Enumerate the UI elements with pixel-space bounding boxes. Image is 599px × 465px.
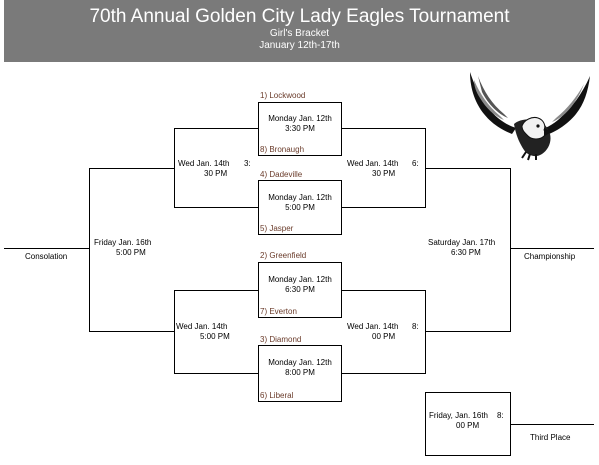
cons-semi-top-num: 3:	[244, 159, 251, 168]
third-time: 00 PM	[456, 421, 480, 430]
team-diamond: 3) Diamond	[260, 335, 302, 344]
cons-semi-bot	[174, 290, 258, 374]
game4-day: Monday Jan. 12th	[268, 358, 332, 367]
final-day: Saturday Jan. 17th	[428, 238, 496, 247]
cons-semi-top	[174, 128, 258, 208]
game2-time: 5:00 PM	[285, 203, 315, 212]
semi-top-time: 30 PM	[372, 169, 396, 178]
semi-top-day: Wed Jan. 14th	[347, 159, 399, 168]
game3-time: 6:30 PM	[285, 285, 315, 294]
consolation-label: Consolation	[25, 252, 68, 261]
tournament-dates: January 12th-17th	[259, 40, 340, 51]
eagle-icon	[470, 72, 590, 161]
semi-bot-day: Wed Jan. 14th	[347, 322, 399, 331]
team-bronaugh: 8) Bronaugh	[260, 145, 305, 154]
third-num: 8:	[497, 411, 504, 420]
semi-bot-num: 8:	[412, 322, 419, 331]
cons-final-time: 5:00 PM	[116, 248, 146, 257]
semi-top-num: 6:	[412, 159, 419, 168]
third-place-label: Third Place	[530, 433, 571, 442]
third-day: Friday, Jan. 16th	[429, 411, 488, 420]
cons-semi-bot-day: Wed Jan. 14th	[176, 322, 228, 331]
page-title: 70th Annual Golden City Lady Eagles Tour…	[89, 6, 510, 27]
team-dadeville: 4) Dadeville	[260, 170, 303, 179]
cons-final-day: Friday Jan. 16th	[94, 238, 152, 247]
team-liberal: 6) Liberal	[260, 391, 294, 400]
game1-time: 3:30 PM	[285, 124, 315, 133]
semi-bot-time: 00 PM	[372, 332, 396, 341]
final	[425, 168, 511, 332]
team-jasper: 5) Jasper	[260, 224, 294, 233]
cons-final	[89, 168, 174, 332]
cons-semi-bot-time: 5:00 PM	[200, 332, 230, 341]
game1-day: Monday Jan. 12th	[268, 114, 332, 123]
tournament-header: 70th Annual Golden City Lady Eagles Tour…	[4, 0, 595, 62]
team-lockwood: 1) Lockwood	[260, 91, 306, 100]
game2-day: Monday Jan. 12th	[268, 193, 332, 202]
team-everton: 7) Everton	[260, 307, 297, 316]
cons-semi-top-time: 30 PM	[204, 169, 228, 178]
game4-time: 8:00 PM	[285, 368, 315, 377]
team-greenfield: 2) Greenfield	[260, 251, 307, 260]
game3-day: Monday Jan. 12th	[268, 275, 332, 284]
cons-semi-top-day: Wed Jan. 14th	[178, 159, 230, 168]
bracket-subtitle: Girl's Bracket	[269, 28, 330, 39]
championship-label: Championship	[524, 252, 576, 261]
final-time: 6:30 PM	[451, 248, 481, 257]
